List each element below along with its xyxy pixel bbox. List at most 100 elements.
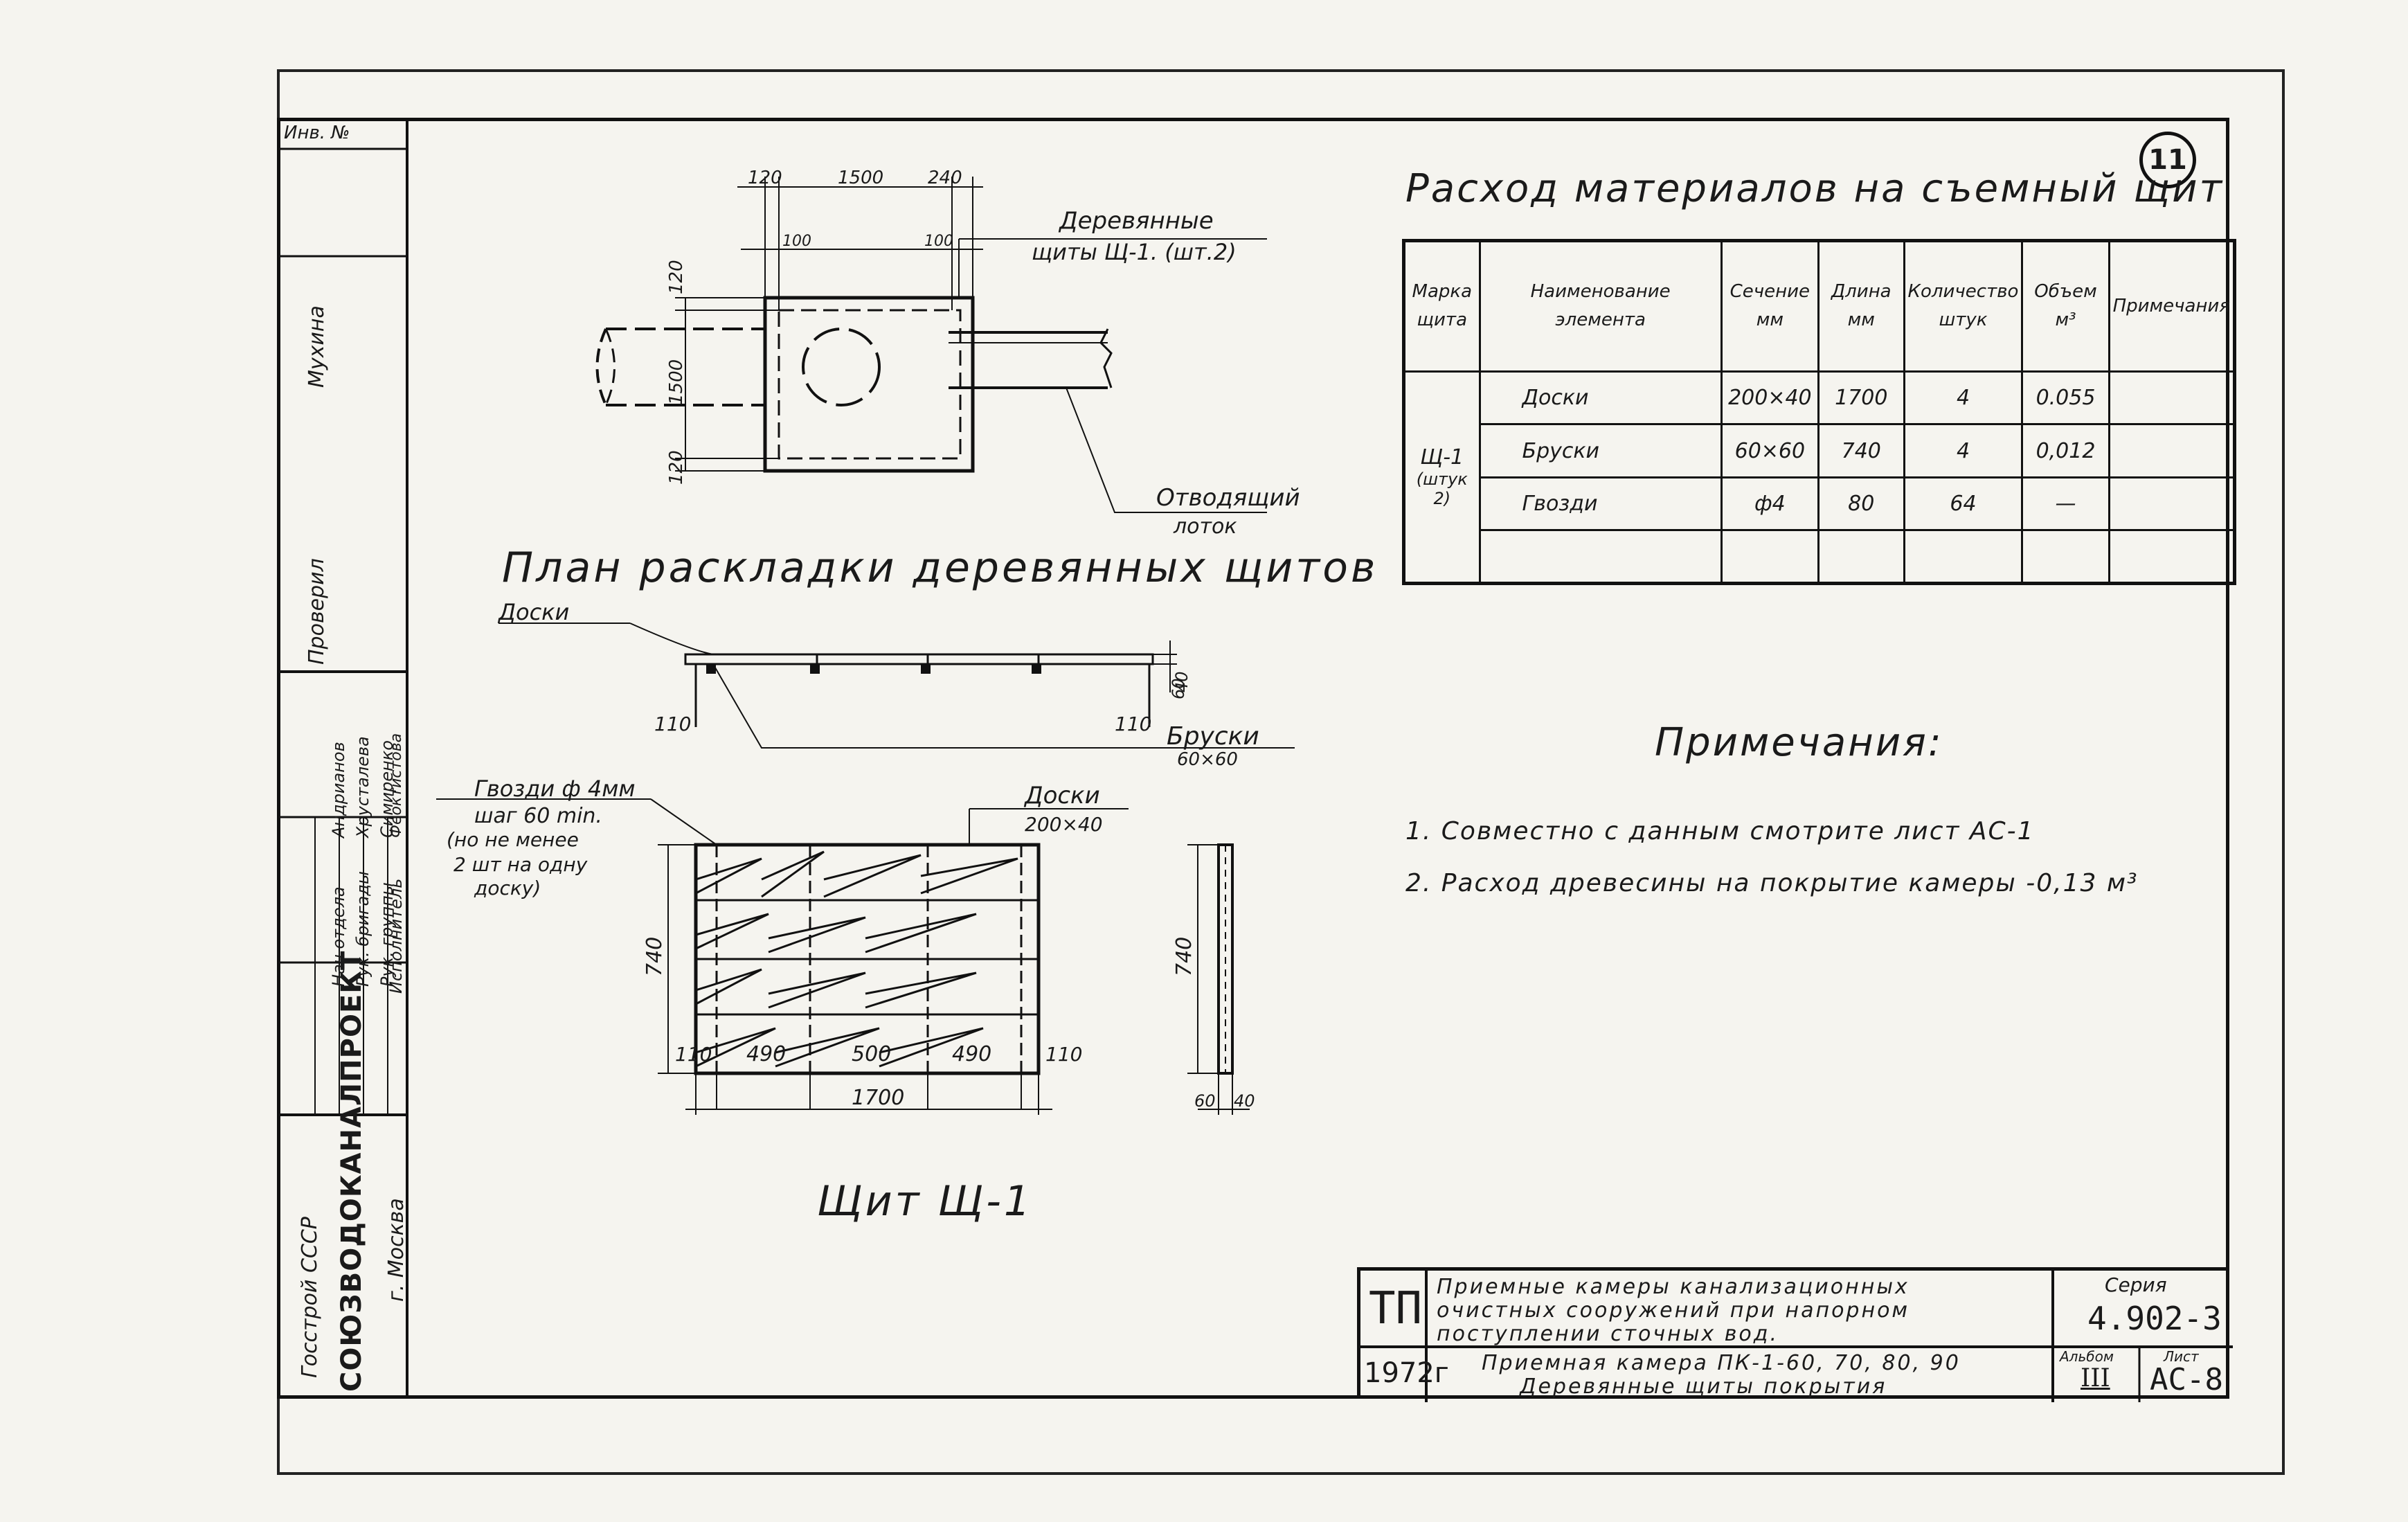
shield-dim-b2: 490	[746, 1042, 786, 1066]
shield-drawing: Гвозди ф 4мм шаг 60 min. (но не менее 2 …	[436, 776, 1255, 1115]
tb-sheet-label: Лист	[2164, 1348, 2199, 1365]
tb-desc-1: Приемные камеры канализационных	[1437, 1275, 1910, 1299]
shield-dim-height: 740	[643, 937, 667, 976]
label-shields-2: щиты Щ-1. (шт.2)	[1032, 239, 1237, 265]
th-mark: Марка щита	[1403, 240, 1481, 373]
org-line-2: СОЮЗВОДОКАНАЛПРОЕКТ	[336, 950, 368, 1392]
drawing-frame	[277, 118, 2229, 1399]
row-2-volume: 0,012	[2021, 423, 2110, 478]
title-block: ТП 1972г Приемные камеры канализационных…	[1357, 1267, 2233, 1402]
nails-line-1: Гвозди ф 4мм	[474, 776, 636, 802]
tb-desc-5: Деревянные щиты покрытия	[1520, 1375, 1887, 1399]
sheet-number: 11	[2148, 144, 2187, 176]
shield-dim-b1: 110	[675, 1043, 712, 1066]
chamber-inner	[778, 309, 962, 460]
org-line-1: Госстрой СССР	[298, 1217, 322, 1378]
side-dim-60: 60	[1194, 1091, 1216, 1111]
stamp-column	[277, 118, 408, 1399]
tb-desc-4: Приемная камера ПК-1-60, 70, 80, 90	[1482, 1351, 1961, 1375]
stamp-name-2: Хрусталева	[353, 736, 372, 838]
tb-code: ТП	[1369, 1283, 1423, 1334]
plan-title: План раскладки деревянных щитов	[502, 544, 1378, 592]
notes-title: Примечания:	[1655, 720, 1943, 765]
th-volume: Объем м³	[2021, 240, 2110, 373]
section-dim-110-right: 110	[1115, 713, 1151, 735]
section-label-bars-size: 60×60	[1177, 749, 1238, 769]
row-3-qty: 64	[1903, 476, 2024, 532]
row-1-notes	[2108, 370, 2236, 426]
shield-dim-b4: 490	[952, 1042, 991, 1066]
plan-dim-left-1: 120	[666, 260, 687, 294]
chamber-outer	[763, 296, 975, 473]
th-length: Длина мм	[1817, 240, 1905, 373]
shield-dim-b5: 110	[1045, 1043, 1082, 1066]
row-2-notes	[2108, 423, 2236, 478]
th-name: Наименование элемента	[1478, 240, 1723, 373]
th-notes: Примечания	[2108, 240, 2236, 373]
tb-sheet: АС-8	[2150, 1362, 2223, 1397]
mark-qty: (штук 2)	[1416, 469, 1468, 509]
label-tray: Отводящий	[1156, 484, 1300, 512]
nails-line-4: 2 шт на одну	[453, 853, 588, 876]
shield-boards-size: 200×40	[1025, 813, 1103, 836]
manhole-circle	[802, 328, 881, 406]
section-dim-40: 40	[1172, 671, 1192, 692]
plan-dim-inner-2: 100	[924, 233, 953, 250]
materials-table: Марка щита Наименование элемента Сечение…	[1402, 239, 2236, 585]
row-2-length: 740	[1817, 423, 1905, 478]
plan-drawing: 120 1500 240 100 100 120 1500 120 Деревя…	[595, 168, 1300, 539]
th-section: Сечение мм	[1720, 240, 1820, 373]
inv-label: Инв. №	[284, 123, 350, 143]
tb-desc-3: поступлении сточных вод.	[1437, 1322, 1779, 1346]
tb-album-label: Альбом	[2060, 1348, 2114, 1365]
stamp-role-4: Исполнитель	[386, 878, 406, 994]
tb-series-label: Серия	[2105, 1273, 2167, 1296]
nails-line-3: (но не менее	[447, 828, 579, 851]
note-1: 1. Совместно с данным смотрите лист АС-1	[1405, 817, 2035, 845]
plan-dim-left-2: 1500	[666, 359, 687, 405]
row-3-length: 80	[1817, 476, 1905, 532]
row-1-qty: 4	[1903, 370, 2024, 426]
note-2: 2. Расход древесины на покрытие камеры -…	[1405, 869, 2139, 897]
shield-title: Щит Щ-1	[817, 1177, 1034, 1226]
plan-dim-inner-1: 100	[782, 233, 811, 250]
plan-dim-top-3: 240	[928, 168, 962, 188]
tb-year: 1972г	[1364, 1357, 1449, 1389]
checked-name-stamp: Мухина	[305, 305, 329, 388]
section-label-bars: Бруски	[1167, 722, 1259, 751]
tb-album: III	[2081, 1364, 2110, 1393]
th-qty: Количество штук	[1903, 240, 2024, 373]
shield-dim-b3: 500	[852, 1042, 891, 1066]
tb-desc-2: очистных сооружений при напорном	[1437, 1298, 1910, 1323]
materials-title: Расход материалов на съемный щит	[1405, 166, 2225, 211]
row-1-volume: 0.055	[2021, 370, 2110, 426]
row-2-section: 60×60	[1720, 423, 1820, 478]
shield-dim-total: 1700	[852, 1086, 904, 1110]
shield-boards-label: Доски	[1023, 782, 1100, 809]
section-label-boards: Доски	[497, 602, 569, 625]
side-dim-height: 740	[1172, 937, 1196, 976]
mark-cell: Щ-1 (штук 2)	[1403, 370, 1481, 585]
row-2-qty: 4	[1903, 423, 2024, 478]
side-dim-40: 40	[1234, 1091, 1255, 1111]
org-line-3: г. Москва	[384, 1198, 408, 1302]
section-dim-110-left: 110	[654, 713, 691, 735]
row-3-section: ф4	[1720, 476, 1820, 532]
row-1-section: 200×40	[1720, 370, 1820, 426]
row-1-name: Доски	[1478, 370, 1723, 426]
row-3-notes	[2108, 476, 2236, 532]
plan-dim-top-2: 1500	[838, 168, 883, 188]
mark: Щ-1	[1420, 445, 1464, 470]
stamp-grid	[277, 147, 408, 1116]
stamp-name-4: Феоктистова	[388, 733, 405, 838]
nails-line-5: доску)	[474, 877, 541, 899]
row-3-volume: —	[2021, 476, 2110, 532]
section-dim-60: 60	[1169, 678, 1188, 699]
label-shields: Деревянные	[1058, 207, 1214, 235]
row-3-name: Гвозди	[1478, 476, 1723, 532]
plan-dim-left-3: 120	[666, 450, 687, 485]
section-drawing: Доски 40 60 110 110 Бруски 60×60	[497, 602, 1295, 769]
sheet-number-circle: 11	[2139, 132, 2196, 188]
nails-line-2: шаг 60 min.	[474, 804, 602, 828]
tb-series: 4.902-3	[2087, 1300, 2222, 1337]
